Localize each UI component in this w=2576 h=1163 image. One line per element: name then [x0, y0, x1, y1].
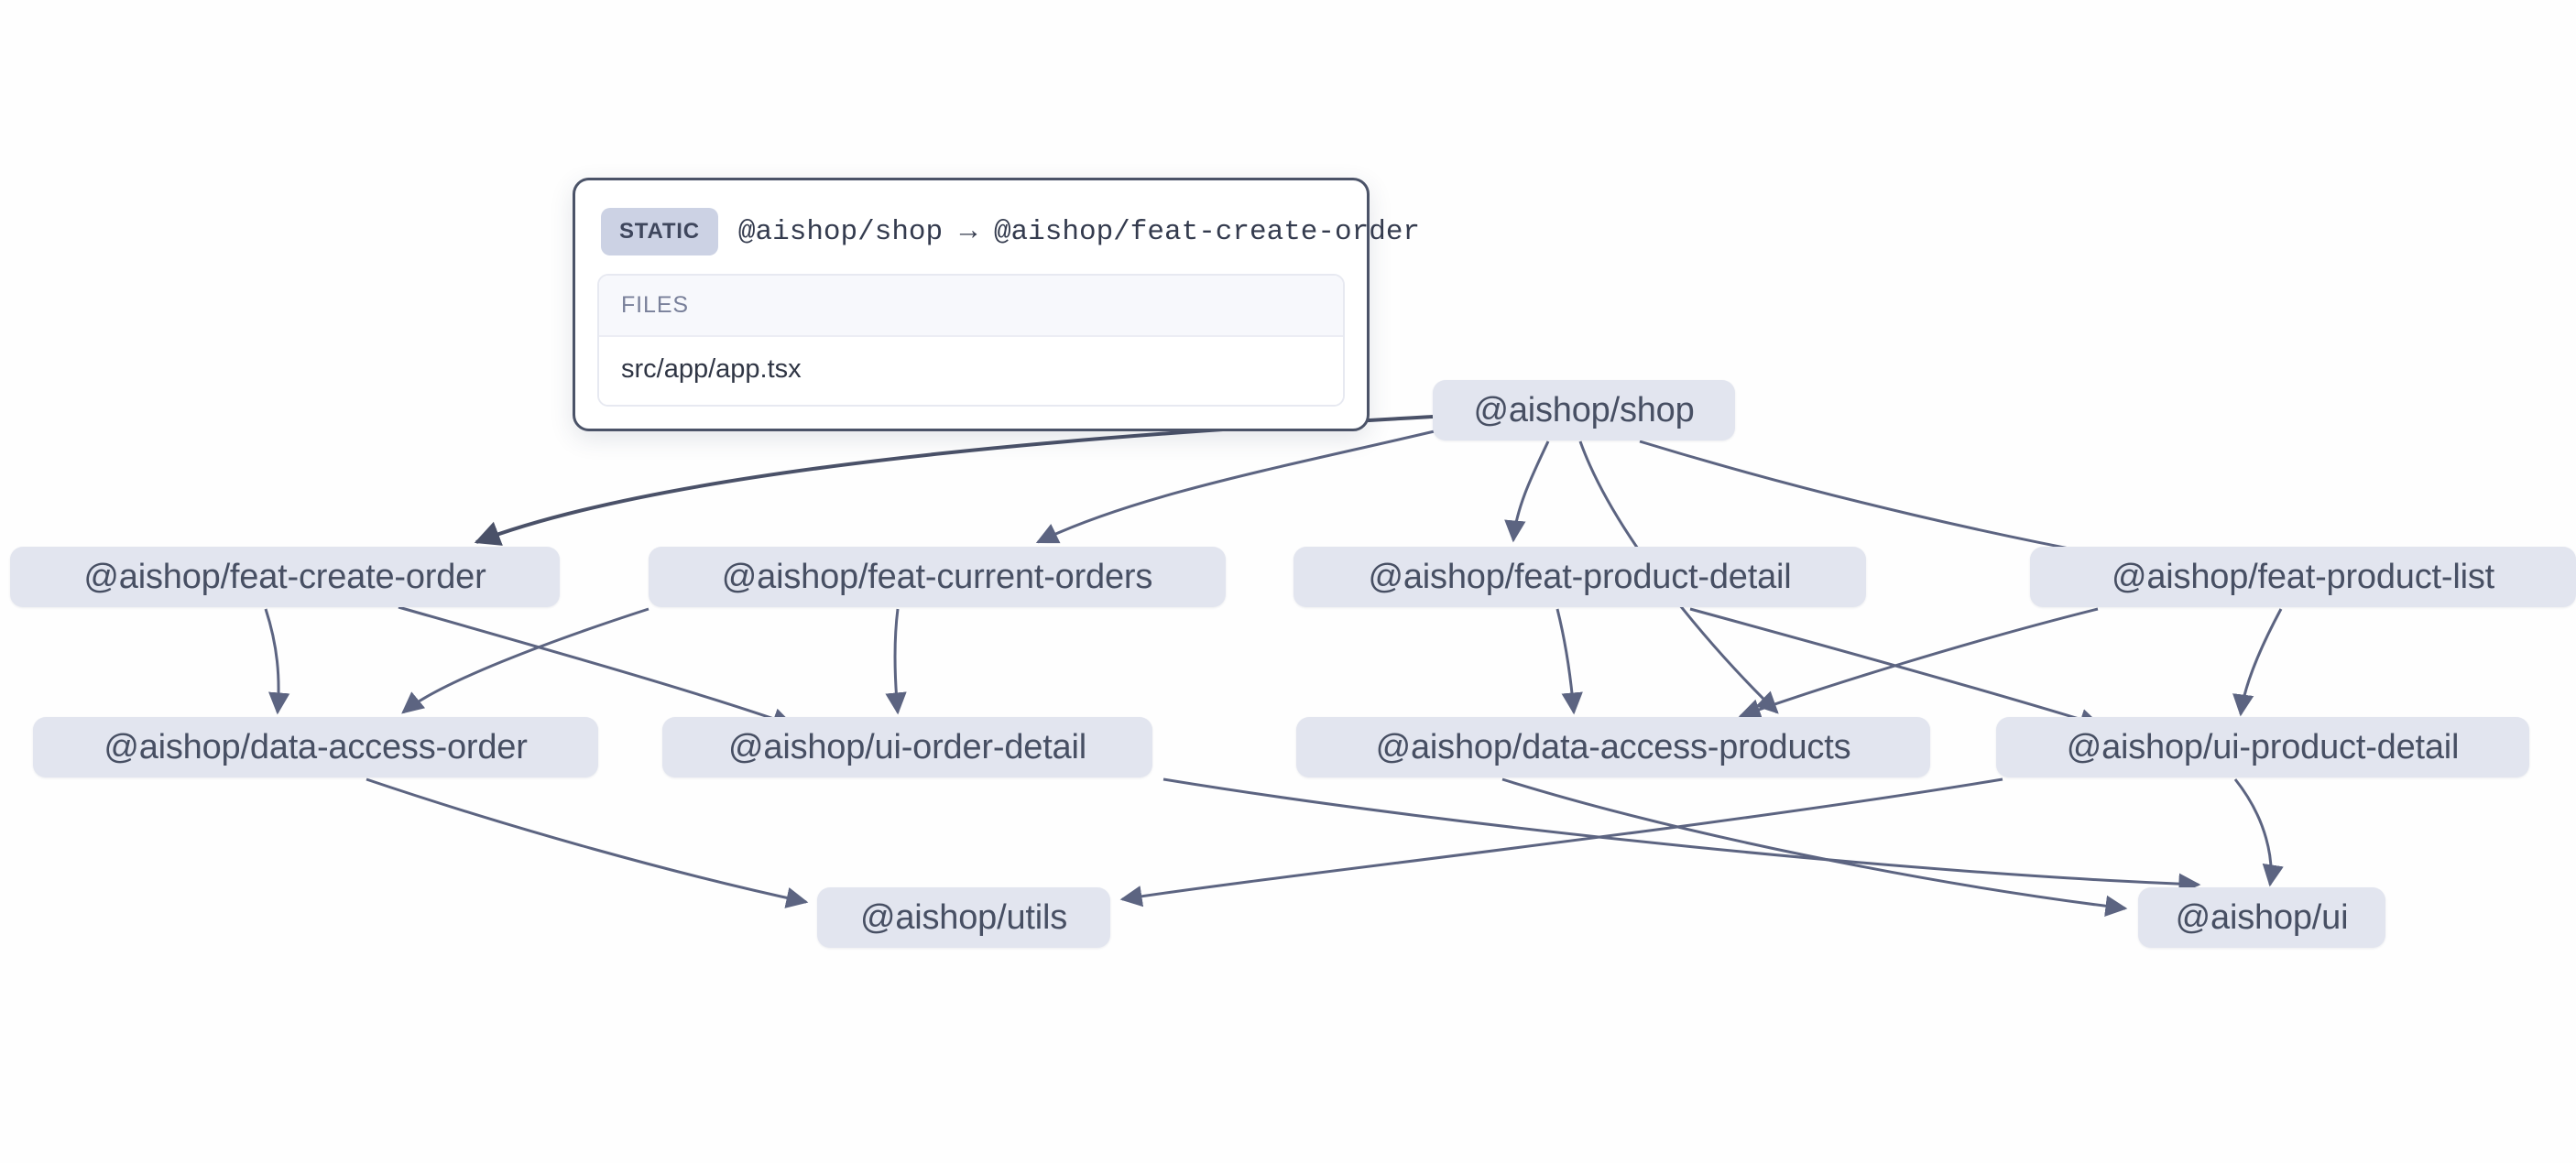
tooltip-title: @aishop/shop → @aishop/feat-create-order	[737, 215, 1421, 248]
edge-ui-product-detail-to-utils[interactable]	[1119, 777, 2003, 908]
edge-feat-product-list-to-data-access-products[interactable]	[1738, 607, 2099, 720]
edge-shop-to-feat-create-order[interactable]	[474, 415, 1434, 546]
file-list-item[interactable]: src/app/app.tsx	[599, 337, 1343, 405]
graph-node-feat-product-list[interactable]: @aishop/feat-product-list	[2030, 547, 2576, 607]
edge-shop-to-feat-current-orders[interactable]	[1035, 429, 1439, 544]
edge-feat-create-order-to-data-access-order[interactable]	[264, 608, 290, 715]
edge-ui-order-detail-to-ui[interactable]	[1162, 777, 2201, 895]
edge-data-access-products-to-ui[interactable]	[1501, 777, 2128, 917]
graph-node-ui-product-detail[interactable]: @aishop/ui-product-detail	[1996, 717, 2529, 777]
graph-node-data-access-products[interactable]: @aishop/data-access-products	[1296, 717, 1930, 777]
edge-feat-create-order-to-ui-order-detail[interactable]	[398, 605, 795, 729]
edge-ui-product-detail-to-ui[interactable]	[2233, 778, 2284, 887]
edge-feat-product-list-to-ui-product-detail[interactable]	[2232, 608, 2283, 717]
edge-feat-current-orders-to-data-access-order[interactable]	[401, 607, 649, 714]
edge-shop-to-feat-product-detail[interactable]	[1504, 440, 1550, 543]
edge-feat-product-detail-to-data-access-products[interactable]	[1555, 608, 1583, 715]
graph-node-feat-product-detail[interactable]: @aishop/feat-product-detail	[1293, 547, 1866, 607]
graph-node-feat-create-order[interactable]: @aishop/feat-create-order	[10, 547, 560, 607]
edge-feat-current-orders-to-ui-order-detail[interactable]	[885, 608, 907, 715]
graph-node-data-access-order[interactable]: @aishop/data-access-order	[33, 717, 598, 777]
graph-node-ui[interactable]: @aishop/ui	[2138, 887, 2385, 948]
graph-node-utils[interactable]: @aishop/utils	[817, 887, 1110, 948]
status-badge: STATIC	[601, 208, 718, 255]
graph-node-ui-order-detail[interactable]: @aishop/ui-order-detail	[662, 717, 1152, 777]
edges-group	[264, 415, 2284, 917]
edge-data-access-order-to-utils[interactable]	[366, 777, 809, 908]
tooltip-header: STATIC @aishop/shop → @aishop/feat-creat…	[597, 201, 1420, 268]
graph-node-feat-current-orders[interactable]: @aishop/feat-current-orders	[649, 547, 1226, 607]
graph-node-shop[interactable]: @aishop/shop	[1433, 380, 1735, 440]
files-panel: FILES src/app/app.tsx	[597, 274, 1345, 407]
edge-detail-tooltip[interactable]: STATIC @aishop/shop → @aishop/feat-creat…	[573, 178, 1420, 431]
files-section-header: FILES	[599, 276, 1343, 337]
edge-feat-product-detail-to-ui-product-detail[interactable]	[1689, 607, 2102, 730]
